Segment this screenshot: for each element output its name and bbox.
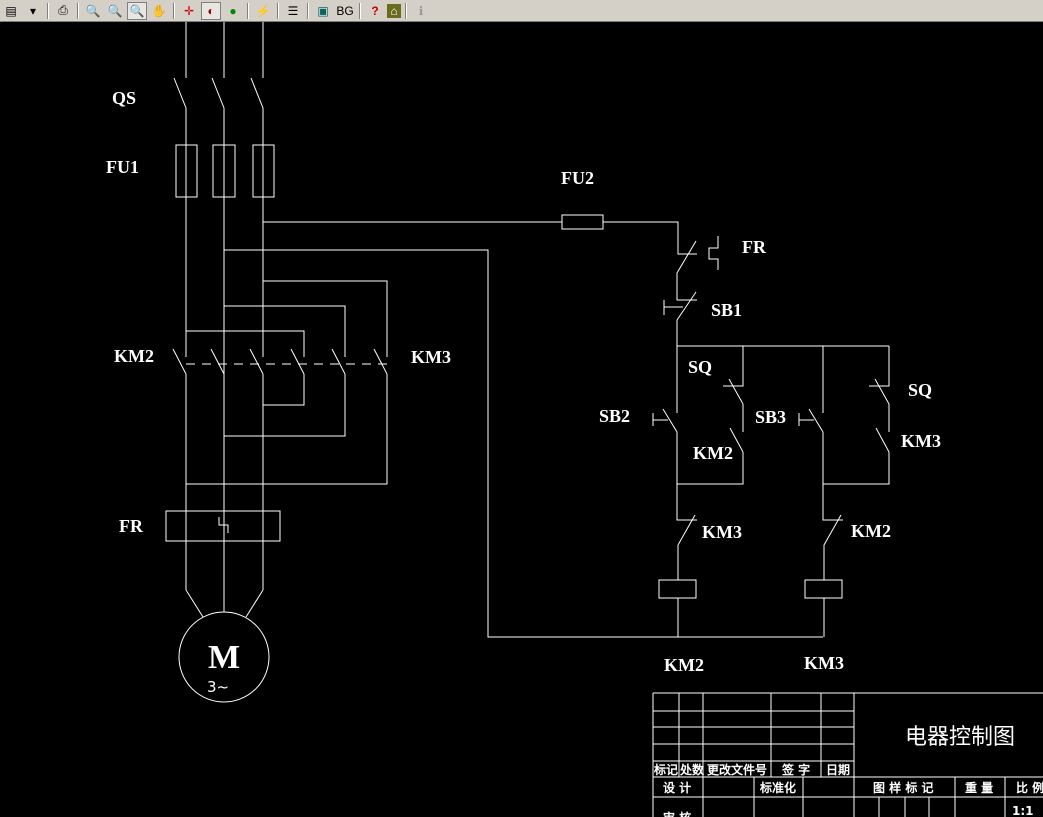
label-km2-hold: KM2 (693, 443, 733, 463)
separator (247, 2, 249, 19)
zoom-out-icon[interactable]: 🔍 (85, 3, 101, 18)
label-km3-interlock: KM3 (702, 522, 742, 542)
motor-label: M (208, 639, 240, 676)
label-sb1: SB1 (711, 300, 742, 320)
header-mark: 标记 (653, 762, 678, 777)
label-km3-hold: KM3 (901, 431, 941, 451)
label-sb2: SB2 (599, 406, 630, 426)
fuse-fu1-l1 (175, 144, 198, 198)
zoom-in-icon[interactable]: 🔍 (107, 3, 123, 18)
dropdown-arrow-icon[interactable]: ▾ (29, 3, 37, 18)
toolbar: ▤ ▾ ⎙ 🔍 🔍 🔍 ✋ ✛ ◐ ● ⚡ ☰ ▣ BG ? ⌂ ℹ (0, 0, 1043, 22)
label-review: 审 核 (663, 810, 691, 817)
measure-icon[interactable]: ⚡ (255, 3, 271, 18)
help-icon[interactable]: ? (371, 3, 379, 18)
separator (307, 2, 309, 19)
label-weight: 重 量 (965, 780, 993, 795)
label-sb3: SB3 (755, 407, 786, 427)
header-change-doc: 更改文件号 (707, 762, 767, 777)
label-sq-1: SQ (688, 357, 712, 377)
separator (277, 2, 279, 19)
labels: QS FU1 FU2 FR SB1 KM2 KM3 SQ SQ SB2 SB3 … (106, 88, 941, 696)
label-fu2: FU2 (561, 168, 594, 188)
motor-phase-label: 3~ (207, 678, 229, 696)
label-sq-2: SQ (908, 380, 932, 400)
label-fr-main: FR (119, 516, 144, 536)
label-standardize: 标准化 (759, 780, 796, 795)
label-drawing-mark: 图 样 标 记 (873, 780, 934, 795)
motor-circle (178, 611, 270, 703)
header-date: 日期 (826, 762, 850, 777)
header-count: 处数 (679, 762, 705, 777)
header-signature: 签 字 (781, 762, 810, 777)
label-km2-interlock: KM2 (851, 521, 891, 541)
wires (165, 22, 1043, 817)
separator (77, 2, 79, 19)
fuse-fu2 (561, 214, 604, 230)
label-qs: QS (112, 88, 136, 108)
separator (173, 2, 175, 19)
layers-icon[interactable]: ☰ (287, 3, 299, 18)
fuse-fu1-l2 (212, 144, 236, 198)
home-icon[interactable]: ⌂ (387, 3, 401, 18)
label-km2-main: KM2 (114, 346, 154, 366)
3d-orbit-icon[interactable]: ● (229, 3, 237, 18)
zoom-previous-icon[interactable]: ◐ (201, 1, 221, 20)
label-fu1: FU1 (106, 157, 139, 177)
label-design: 设 计 (663, 780, 691, 795)
drawing-title: 电器控制图 (905, 725, 1015, 750)
separator (405, 2, 407, 19)
zoom-window-icon[interactable]: 🔍 (127, 1, 147, 20)
coil-km2 (658, 579, 697, 599)
separator (47, 2, 49, 19)
label-km3-coil: KM3 (804, 653, 844, 673)
info-icon[interactable]: ℹ (418, 3, 424, 18)
print-icon[interactable]: ⎙ (58, 3, 68, 17)
title-block: 电器控制图 标记 处数 更改文件号 签 字 日期 设 计 标准化 审 核 图 样… (653, 725, 1043, 817)
pan-hand-icon[interactable]: ✋ (151, 3, 167, 18)
separator (359, 2, 361, 19)
thermal-relay-fr (165, 510, 281, 542)
zoom-extents-icon[interactable]: ✛ (183, 3, 195, 18)
coil-km3 (804, 579, 843, 599)
fuse-fu1-l3 (252, 144, 275, 198)
label-scale: 比 例 (1016, 780, 1043, 795)
document-icon[interactable]: ▤ (5, 3, 17, 18)
label-fr-control: FR (742, 237, 767, 257)
background-icon[interactable]: BG (336, 3, 354, 18)
display-icon[interactable]: ▣ (317, 3, 329, 18)
label-km2-coil: KM2 (664, 655, 704, 675)
label-km3-main: KM3 (411, 347, 451, 367)
scale-value: 1:1 (1012, 804, 1034, 817)
